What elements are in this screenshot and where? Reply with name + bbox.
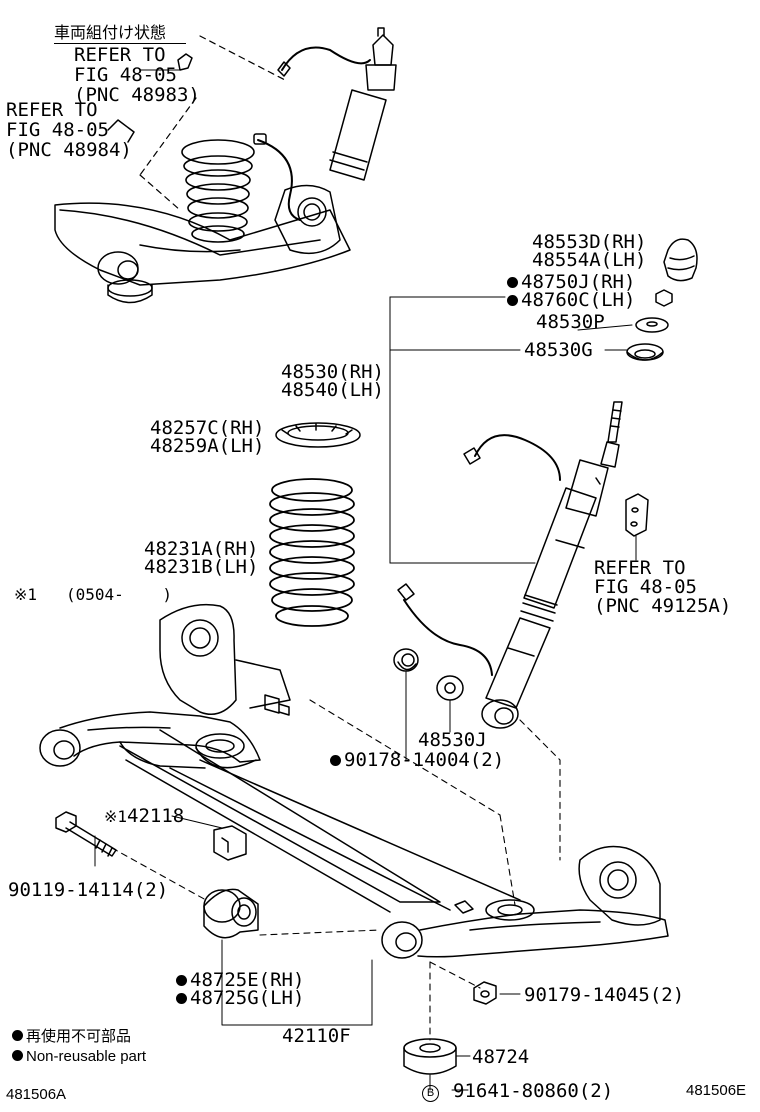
circle-b-mark: B — [422, 1085, 439, 1102]
part-48530J: 48530J — [418, 729, 487, 751]
non-reusable-dot — [507, 295, 518, 306]
part-48231A: 48231A(RH) — [144, 538, 259, 560]
small-bushings-drawing — [393, 648, 464, 761]
legend-jp: 再使用不可部品 — [12, 1028, 131, 1046]
ref1-line1: REFER TO — [74, 44, 166, 66]
figure-code-left: 481506A — [6, 1086, 67, 1103]
upper-mount-parts-drawing — [626, 238, 698, 361]
ref1-line2: FIG 48-05 — [74, 64, 177, 86]
part-48540LH: 48540(LH) — [281, 379, 384, 401]
legend-en: Non-reusable part — [12, 1048, 146, 1066]
ref3-line2: FIG 48-05 — [594, 576, 697, 598]
asterisk-note-range: (0504- ) — [66, 585, 172, 604]
part-48724: 48724 — [472, 1046, 530, 1068]
non-reusable-dot — [330, 755, 341, 766]
non-reusable-dot — [176, 975, 187, 986]
part-48530RH: 48530(RH) — [281, 361, 384, 383]
part-48760C: 48760C(LH) — [507, 290, 635, 310]
assembled-state-note: 車両組付け状態 — [54, 23, 167, 42]
part-90119: 90119-14114(2) — [8, 879, 169, 901]
ref2-line3: (PNC 48984) — [6, 139, 132, 161]
spring-seat-drawing — [275, 422, 361, 448]
part-48530P: 48530P — [536, 311, 605, 333]
legend-dot — [12, 1050, 23, 1061]
part-48750J: 48750J(RH) — [507, 272, 635, 292]
part-48259A: 48259A(LH) — [150, 435, 265, 457]
coil-spring-drawing — [269, 478, 355, 627]
part-48553D: 48553D(RH) — [532, 231, 647, 253]
axle-beam-drawing — [39, 603, 669, 959]
note-underline — [54, 43, 186, 44]
ref3-line1: REFER TO — [594, 557, 686, 579]
ref3-line3: (PNC 49125A) — [594, 595, 732, 617]
part-48530G: 48530G — [524, 339, 593, 361]
legend-dot — [12, 1030, 23, 1041]
part-48554A: 48554A(LH) — [532, 249, 647, 271]
ref1-line3: (PNC 48983) — [74, 84, 200, 106]
part-48231B: 48231B(LH) — [144, 556, 259, 578]
part-90178: 90178-14004(2) — [330, 750, 504, 770]
non-reusable-dot — [507, 277, 518, 288]
part-42118: ※142118 — [104, 805, 185, 827]
fasteners-drawing — [55, 811, 521, 1091]
part-42110F: 42110F — [282, 1025, 351, 1047]
asterisk-note-mark: ※1 — [14, 585, 38, 604]
part-90179: 90179-14045(2) — [524, 984, 685, 1006]
non-reusable-dot — [176, 993, 187, 1004]
part-48725G: 48725G(LH) — [176, 988, 304, 1008]
figure-code-right: 481506E — [686, 1082, 747, 1099]
ref2-line2: FIG 48-05 — [6, 119, 109, 141]
part-48257C: 48257C(RH) — [150, 417, 265, 439]
dashed-assembly-lines — [111, 699, 561, 1041]
part-48725E: 48725E(RH) — [176, 970, 304, 990]
ref2-line1: REFER TO — [6, 99, 98, 121]
shock-absorber-drawing — [397, 401, 649, 729]
inset-assembly-drawing — [54, 27, 397, 304]
